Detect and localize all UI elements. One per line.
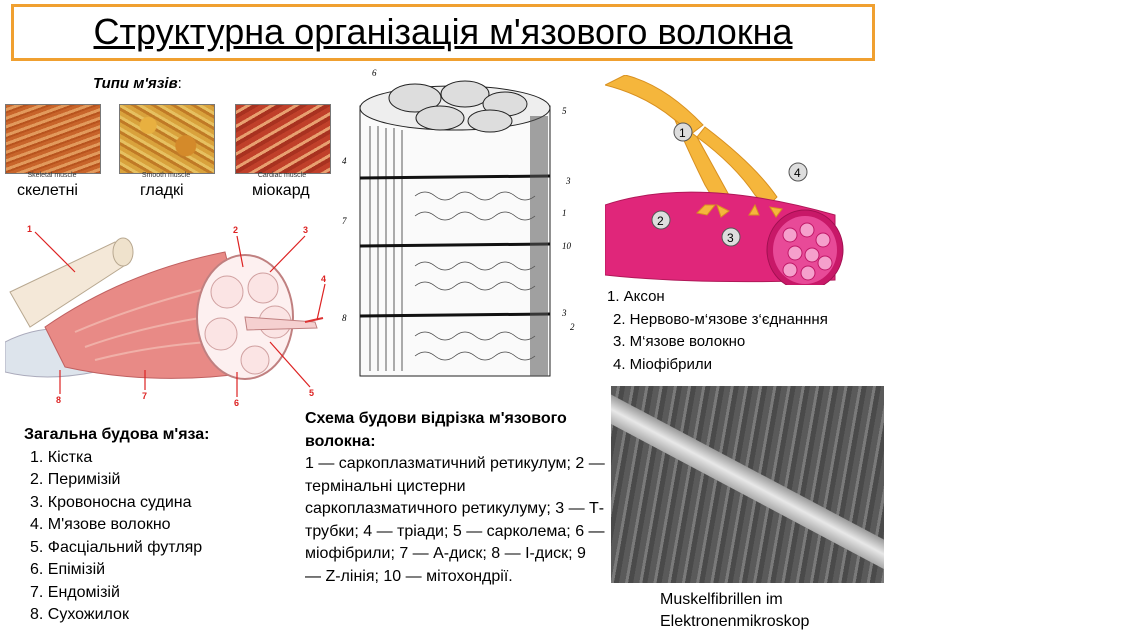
nerve-legend-item: 4. Міофібрили [613,355,712,373]
muscle-types-heading: Типи м'язів: [93,75,182,92]
nerve-legend-item: 2. Нервово-м‘язове з‘єднанння [613,310,828,328]
muscle-num-8: 8 [56,395,61,405]
neuromuscular-junction-diagram: 1 2 3 4 [605,75,850,285]
skeletal-muscle-image [5,104,101,174]
nerve-legend-item: 3. М‘язове волокно [613,333,746,350]
list-item: 1. Кістка [30,448,93,466]
smooth-muscle-image [119,104,215,174]
list-item: 4. М'язове волокно [30,516,171,533]
fiber-num-2: 2 [570,322,575,332]
nerve-legend-item: 1. Аксон [607,288,665,305]
list-item: 2. Перимізій [30,471,121,488]
muscle-num-4: 4 [321,274,326,284]
micrograph-caption-line: Elektronenmikroskop [660,613,810,630]
page-title: Структурна організація м'язового волокна [93,11,793,52]
muscle-types-heading-text: Типи м'язів [93,75,178,92]
fiber-schema-legend: Схема будови відрізка м'язового волокна:… [305,408,605,588]
schema-heading: Схема будови відрізка м'язового волокна: [305,410,567,450]
list-item: 8. Сухожилок [30,606,129,623]
fiber-num-4: 4 [342,156,347,166]
fiber-num-3a: 3 [565,176,571,186]
muscle-num-2: 2 [233,225,238,235]
fiber-num-10: 10 [562,241,572,251]
list-item: 7. Ендомізій [30,583,120,601]
micrograph-caption-line: Muskelfibrillen im [660,591,783,608]
fiber-num-8: 8 [342,313,347,323]
nerve-num-2: 2 [657,214,664,228]
smooth-label: гладкі [140,182,184,199]
muscle-num-1: 1 [27,224,32,234]
electron-micrograph [611,386,884,583]
list-item: 6. Епімізій [30,561,106,578]
fiber-num-6: 6 [372,68,377,78]
nerve-num-1: 1 [679,126,686,140]
muscle-num-5: 5 [309,388,314,398]
muscle-num-3: 3 [303,225,308,235]
list-item: 5. Фасціальний футляр [30,538,203,556]
cardiac-label: міокард [252,182,310,199]
fiber-num-1: 1 [562,208,567,218]
smooth-muscle-caption: Smooth muscle [141,172,191,179]
muscle-num-6: 6 [234,398,239,408]
list-item: 3. Кровоносна судина [30,493,192,511]
fiber-num-3b: 3 [561,308,567,318]
micrograph-caption: Muskelfibrillen im Elektronenmikroskop [660,589,809,633]
nerve-num-3: 3 [727,231,734,245]
muscle-structure-diagram: 1 2 3 4 5 6 7 8 [5,224,326,408]
cardiac-muscle-image [235,104,331,174]
schema-text: 1 — саркоплазматичний ретикулум; 2 — тер… [305,455,605,585]
general-structure-heading: Загальна будова м'яза: [24,426,210,443]
cardiac-muscle-caption: Cardiac muscle [257,172,307,179]
fiber-num-5: 5 [562,106,567,116]
nerve-num-4: 4 [794,166,801,180]
nerve-legend: 1. Аксон 2. Нервово-м‘язове з‘єднанння 3… [607,286,828,376]
skeletal-muscle-caption: Skeletal muscle [27,172,77,179]
muscle-types-colon: : [177,75,182,92]
micrograph-mitochondrion-band [611,388,884,583]
general-structure-list: Загальна будова м'яза: 1. Кістка 2. Пери… [24,424,210,627]
skeletal-label: скелетні [17,182,78,199]
title-frame [11,4,875,61]
muscle-num-7: 7 [142,391,147,401]
fiber-num-7: 7 [342,216,347,226]
muscle-fiber-segment-diagram: 6 5 4 7 3 1 10 8 3 2 [342,68,575,377]
